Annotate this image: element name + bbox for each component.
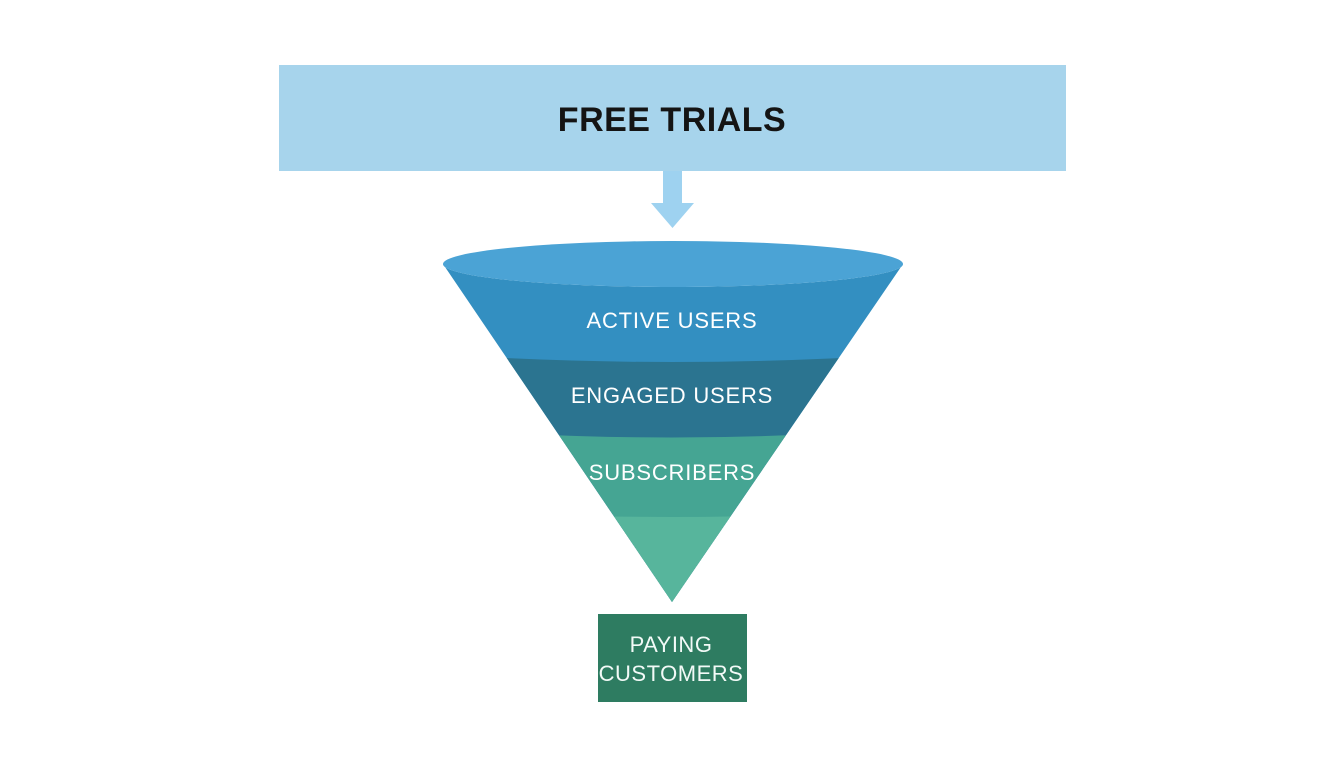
result-box (598, 614, 747, 702)
funnel-tip (455, 510, 890, 602)
result-label-line1: PAYING (630, 632, 713, 657)
stage-label-engaged-users: ENGAGED USERS (571, 383, 773, 408)
funnel-top-ellipse (443, 241, 903, 287)
stage-label-active-users: ACTIVE USERS (587, 308, 758, 333)
source-bar-label: FREE TRIALS (558, 101, 786, 139)
down-arrow-icon (651, 171, 694, 228)
source-bar (279, 65, 1066, 171)
funnel-cone (443, 264, 903, 602)
result-label-line2: CUSTOMERS (599, 661, 744, 686)
stage-label-subscribers: SUBSCRIBERS (589, 460, 756, 485)
